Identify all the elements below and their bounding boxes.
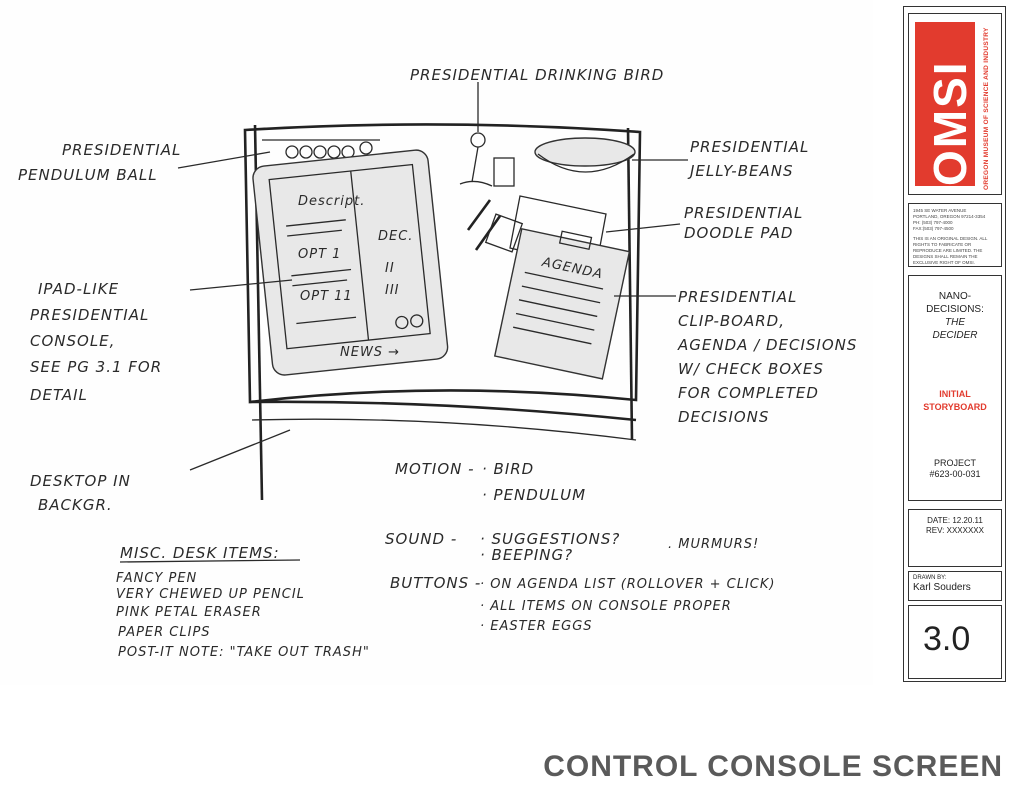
console-item-descript: Descript. xyxy=(298,194,365,209)
label-ipad-2: PRESIDENTIAL xyxy=(30,306,149,324)
label-clip-2: CLIP-BOARD, xyxy=(678,312,785,330)
label-desktop-2: BACKGR. xyxy=(38,496,113,514)
sound-label: SOUND - xyxy=(385,530,457,548)
leader-ipad xyxy=(189,279,293,291)
misc-heading: MISC. DESK ITEMS: xyxy=(120,544,280,562)
label-pendulum-2: PENDULUM BALL xyxy=(18,166,158,184)
label-doodle-2: DOODLE PAD xyxy=(684,224,793,242)
console-item-iii: III xyxy=(385,283,400,298)
clipboard xyxy=(493,228,631,380)
drinking-bird xyxy=(459,132,493,187)
date: DATE: 12.20.11 xyxy=(927,516,983,525)
misc-item-eraser: PINK PETAL ERASER xyxy=(116,605,262,620)
desk-front-edge xyxy=(249,400,637,422)
desk-edge-right xyxy=(626,127,634,441)
logo-box: OMSI OREGON MUSEUM OF SCIENCE AND INDUST… xyxy=(908,13,1002,195)
label-clip-3: AGENDA / DECISIONS xyxy=(677,336,857,354)
storyboard-sketch: PRESIDENTIAL DRINKING BIRD PRESIDENTIAL … xyxy=(18,66,857,660)
desk-surface xyxy=(243,123,642,404)
label-ipad-3: CONSOLE, xyxy=(30,332,115,350)
sketch-drawing: PRESIDENTIAL DRINKING BIRD PRESIDENTIAL … xyxy=(18,66,857,660)
page-number-box: 3.0 xyxy=(908,605,1002,679)
misc-item-pen: FANCY PEN xyxy=(116,571,197,586)
sound-item-suggestions: · SUGGESTIONS? xyxy=(480,530,620,548)
project-title: NANO- DECISIONS: THE DECIDER xyxy=(909,290,1001,342)
label-clip-4: W/ CHECK BOXES xyxy=(678,360,824,378)
logo-subtitle: OREGON MUSEUM OF SCIENCE AND INDUSTRY xyxy=(983,27,990,190)
motion-item-bird: · BIRD xyxy=(482,460,534,478)
motion-item-pendulum: · PENDULUM xyxy=(482,486,586,504)
project-title-line: DECIDER xyxy=(932,330,978,341)
buttons-label: BUTTONS - xyxy=(390,574,481,592)
eraser xyxy=(484,213,524,253)
label-desktop-1: DESKTOP IN xyxy=(30,472,131,490)
page-number: 3.0 xyxy=(923,620,971,658)
console-item-opt11: OPT 11 xyxy=(300,289,353,304)
screen-title: CONTROL CONSOLE SCREEN xyxy=(543,750,1003,783)
console-item-ii: II xyxy=(385,261,395,276)
sound-item-beeping: · BEEPING? xyxy=(480,546,573,564)
cup xyxy=(493,157,515,187)
label-clip-5: FOR COMPLETED xyxy=(678,384,819,402)
stage-line: STORYBOARD xyxy=(923,402,987,412)
leader-desktop xyxy=(189,429,291,471)
rights-text: THIS IS AN ORIGINAL DESIGN. ALL RIGHTS T… xyxy=(913,236,988,265)
label-ipad-4: SEE PG 3.1 FOR xyxy=(30,358,162,376)
drawn-by-box: DRAWN BY: Karl Souders xyxy=(908,571,1002,601)
address-line: PORTLAND, OREGON 97214-3354 xyxy=(913,214,986,219)
label-pendulum-1: PRESIDENTIAL xyxy=(62,141,181,159)
desk-front-lower xyxy=(251,418,637,441)
leader-pendulum xyxy=(177,151,271,169)
drawn-by-name: Karl Souders xyxy=(913,582,971,593)
address-line: PH: (503) 797-4000 xyxy=(913,220,953,225)
project-title-line: DECISIONS: xyxy=(926,304,984,315)
address-box: 1945 SE WATER AVENUE PORTLAND, OREGON 97… xyxy=(908,203,1002,267)
ipad-console xyxy=(252,149,449,376)
label-ipad-5: DETAIL xyxy=(30,386,88,404)
omsi-logo: OMSI xyxy=(915,22,976,186)
console-news: NEWS → xyxy=(340,345,400,360)
pendulum-ball xyxy=(262,139,380,159)
drawn-by-label: DRAWN BY: xyxy=(913,575,947,581)
label-doodle-1: PRESIDENTIAL xyxy=(684,204,803,222)
sound-murmurs: . MURMURS! xyxy=(668,537,759,552)
project-number: PROJECT #623-00-031 xyxy=(909,458,1001,480)
address-line: FAX:(503) 797-4500 xyxy=(913,226,954,231)
label-clip-6: DECISIONS xyxy=(678,408,769,426)
label-jelly-2: JELLY-BEANS xyxy=(687,162,793,180)
revision: REV: XXXXXXX xyxy=(926,526,984,535)
buttons-item-agenda: · ON AGENDA LIST (ROLLOVER + CLICK) xyxy=(480,577,775,592)
console-item-opt1: OPT 1 xyxy=(298,247,341,262)
misc-item-clips: PAPER CLIPS xyxy=(118,625,211,640)
buttons-item-console: · ALL ITEMS ON CONSOLE PROPER xyxy=(480,599,732,614)
logo-text: OMSI xyxy=(924,60,976,186)
misc-underline xyxy=(119,559,301,563)
project-title-box: NANO- DECISIONS: THE DECIDER INITIAL STO… xyxy=(908,275,1002,501)
stage-label: INITIAL STORYBOARD xyxy=(909,388,1001,414)
title-block: OMSI OREGON MUSEUM OF SCIENCE AND INDUST… xyxy=(903,6,1006,682)
jelly-bean-bowl xyxy=(534,137,636,173)
leader-doodle xyxy=(605,223,681,233)
fancy-pen xyxy=(466,199,492,231)
pencil xyxy=(474,215,502,251)
date-box: DATE: 12.20.11 REV: XXXXXXX xyxy=(908,509,1002,567)
buttons-item-easter: · EASTER EGGS xyxy=(480,619,593,634)
stage-line: INITIAL xyxy=(939,389,971,399)
misc-item-postit: POST-IT NOTE: "TAKE OUT TRASH" xyxy=(118,645,370,660)
misc-item-pencil: VERY CHEWED UP PENCIL xyxy=(116,587,305,602)
project-number-value: #623-00-031 xyxy=(929,469,981,479)
label-clip-1: PRESIDENTIAL xyxy=(678,288,797,306)
motion-label: MOTION - xyxy=(395,460,475,478)
label-jelly-1: PRESIDENTIAL xyxy=(690,138,809,156)
label-ipad-1: IPAD-LIKE xyxy=(38,280,119,298)
address-line: 1945 SE WATER AVENUE xyxy=(913,208,967,213)
project-title-line: NANO- xyxy=(938,291,972,302)
project-label: PROJECT xyxy=(933,458,976,468)
label-drinking-bird: PRESIDENTIAL DRINKING BIRD xyxy=(410,66,664,84)
project-title-line: THE xyxy=(945,317,965,328)
console-item-dec: DEC. xyxy=(378,229,413,244)
